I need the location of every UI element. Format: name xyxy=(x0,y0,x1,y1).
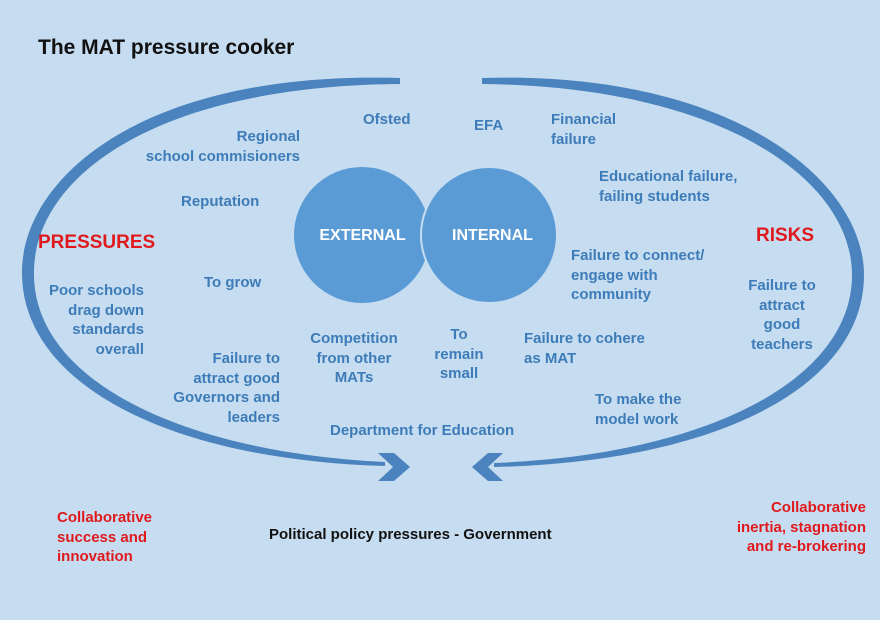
chevron-right-icon xyxy=(378,453,410,481)
success-outcome-label: Collaborative success and innovation xyxy=(57,509,153,565)
governors-leaders-label: Failure to attract good Governors and le… xyxy=(173,350,280,426)
educational-failure-label: Educational failure, failing students xyxy=(599,168,738,205)
dfe-label: Department for Education xyxy=(330,422,515,439)
chevron-left-icon xyxy=(472,453,503,481)
page-title: The MAT pressure cooker xyxy=(38,36,295,59)
efa-label: EFA xyxy=(474,117,504,134)
political-pressures-label: Political policy pressures - Government xyxy=(269,526,552,543)
financial-failure-label: Financial failure xyxy=(551,111,617,148)
risks-label: RISKS xyxy=(756,225,815,246)
inertia-outcome-label: Collaborative inertia, stagnation and re… xyxy=(736,499,866,555)
cohere-label: Failure to cohere as MAT xyxy=(524,330,645,367)
remain-small-label: To remain small xyxy=(434,326,484,382)
model-work-label: To make the model work xyxy=(595,391,682,428)
poor-schools-label: Poor schools drag down standards overall xyxy=(48,282,144,358)
internal-label: INTERNAL xyxy=(452,227,533,244)
community-label: Failure to connect/ engage with communit… xyxy=(571,247,705,303)
reputation-label: Reputation xyxy=(181,193,260,210)
regional-commissioners-label: Regional school commisioners xyxy=(145,128,300,165)
pressures-label: PRESSURES xyxy=(38,232,156,253)
competition-label: Competition from other MATs xyxy=(310,330,398,386)
attract-teachers-label: Failure to attract good teachers xyxy=(748,277,816,353)
external-label: EXTERNAL xyxy=(319,227,406,244)
internal-circle xyxy=(420,166,558,304)
ofsted-label: Ofsted xyxy=(363,111,411,128)
external-circle xyxy=(294,167,430,303)
to-grow-label: To grow xyxy=(204,274,262,291)
